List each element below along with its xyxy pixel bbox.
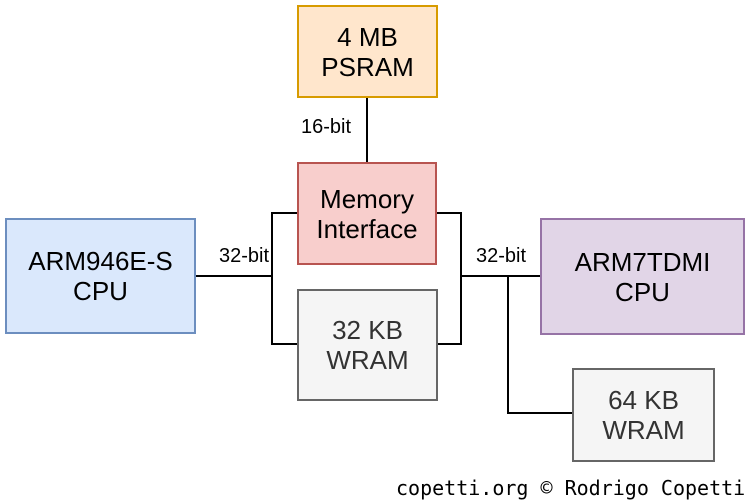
edge-branch-to-wram64 xyxy=(507,412,572,414)
edge-arm7-branch-vertical xyxy=(507,275,509,414)
bus-width-label-32bit-arm7: 32-bit xyxy=(475,245,527,267)
node-label-line: WRAM xyxy=(326,345,409,375)
edge-left-bracket-to-memory-interface xyxy=(271,212,297,214)
node-wram-64kb: 64 KB WRAM xyxy=(572,368,715,462)
bus-width-label-16bit: 16-bit xyxy=(300,116,352,138)
edge-right-bracket-vertical xyxy=(460,212,462,345)
edge-left-bracket-to-wram32 xyxy=(271,343,297,345)
node-label-line: 4 MB xyxy=(337,21,398,52)
node-label-line: ARM7TDMI xyxy=(574,246,711,277)
edge-psram-to-memory-interface xyxy=(366,98,368,162)
node-label-line: ARM946E-S xyxy=(28,246,173,276)
edge-arm9-to-bracket xyxy=(196,275,273,277)
node-label-line: CPU xyxy=(615,276,670,307)
edge-memory-interface-to-right-bracket xyxy=(437,212,462,214)
node-memory-interface: Memory Interface xyxy=(297,162,437,265)
node-label-line: PSRAM xyxy=(321,51,414,82)
node-label-line: CPU xyxy=(73,276,128,306)
bus-width-label-32bit-arm9: 32-bit xyxy=(218,245,270,267)
node-label-line: 32 KB xyxy=(332,315,403,345)
node-label-line: Interface xyxy=(316,213,418,244)
node-wram-32kb: 32 KB WRAM xyxy=(297,289,438,401)
edge-bracket-to-arm7 xyxy=(460,275,540,277)
node-label-line: Memory xyxy=(320,183,414,214)
edge-left-bracket-vertical xyxy=(271,212,273,345)
node-label-line: WRAM xyxy=(602,415,685,445)
copyright-footer: copetti.org © Rodrigo Copetti xyxy=(396,476,746,500)
edge-wram32-to-right-bracket xyxy=(437,343,462,345)
node-arm9-cpu: ARM946E-S CPU xyxy=(5,218,196,334)
node-psram: 4 MB PSRAM xyxy=(297,5,438,98)
node-arm7-cpu: ARM7TDMI CPU xyxy=(540,218,745,335)
node-label-line: 64 KB xyxy=(608,385,679,415)
